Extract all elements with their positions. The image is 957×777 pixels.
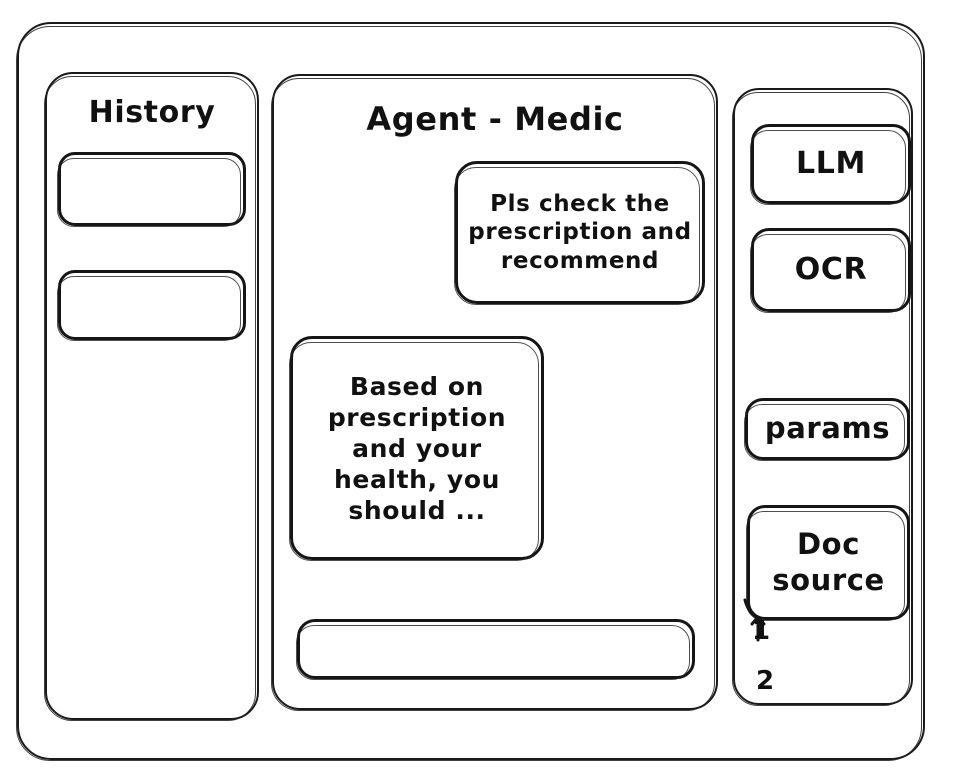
message-bubble-user: Pls check the prescription and recommend [454, 161, 705, 305]
tool-button-params-label: params [764, 411, 891, 446]
history-panel-title: History [88, 95, 216, 130]
doc-reference-1[interactable]: 1 [752, 616, 771, 646]
tool-button-ocr-label: OCR [794, 252, 868, 288]
tool-button-doc-source-label: Doc source [772, 526, 885, 597]
tool-button-ocr[interactable]: OCR [750, 228, 911, 313]
tool-button-doc-source[interactable]: Doc source [746, 505, 910, 621]
history-list-item[interactable] [57, 152, 246, 227]
tool-button-llm-label: LLM [796, 146, 866, 182]
tool-button-params[interactable]: params [744, 398, 910, 461]
history-list-item[interactable] [57, 270, 246, 341]
doc-reference-2[interactable]: 2 [756, 666, 775, 696]
message-bubble-assistant-text: Based on prescription and your health, y… [327, 371, 507, 525]
tool-button-llm[interactable]: LLM [750, 124, 911, 205]
composer-input[interactable] [296, 619, 695, 680]
page-title: Agent - Medic [366, 100, 624, 138]
doc-source-pointer-icon [743, 598, 766, 642]
message-bubble-user-text: Pls check the prescription and recommend [468, 190, 692, 274]
message-bubble-assistant: Based on prescription and your health, y… [289, 336, 544, 561]
